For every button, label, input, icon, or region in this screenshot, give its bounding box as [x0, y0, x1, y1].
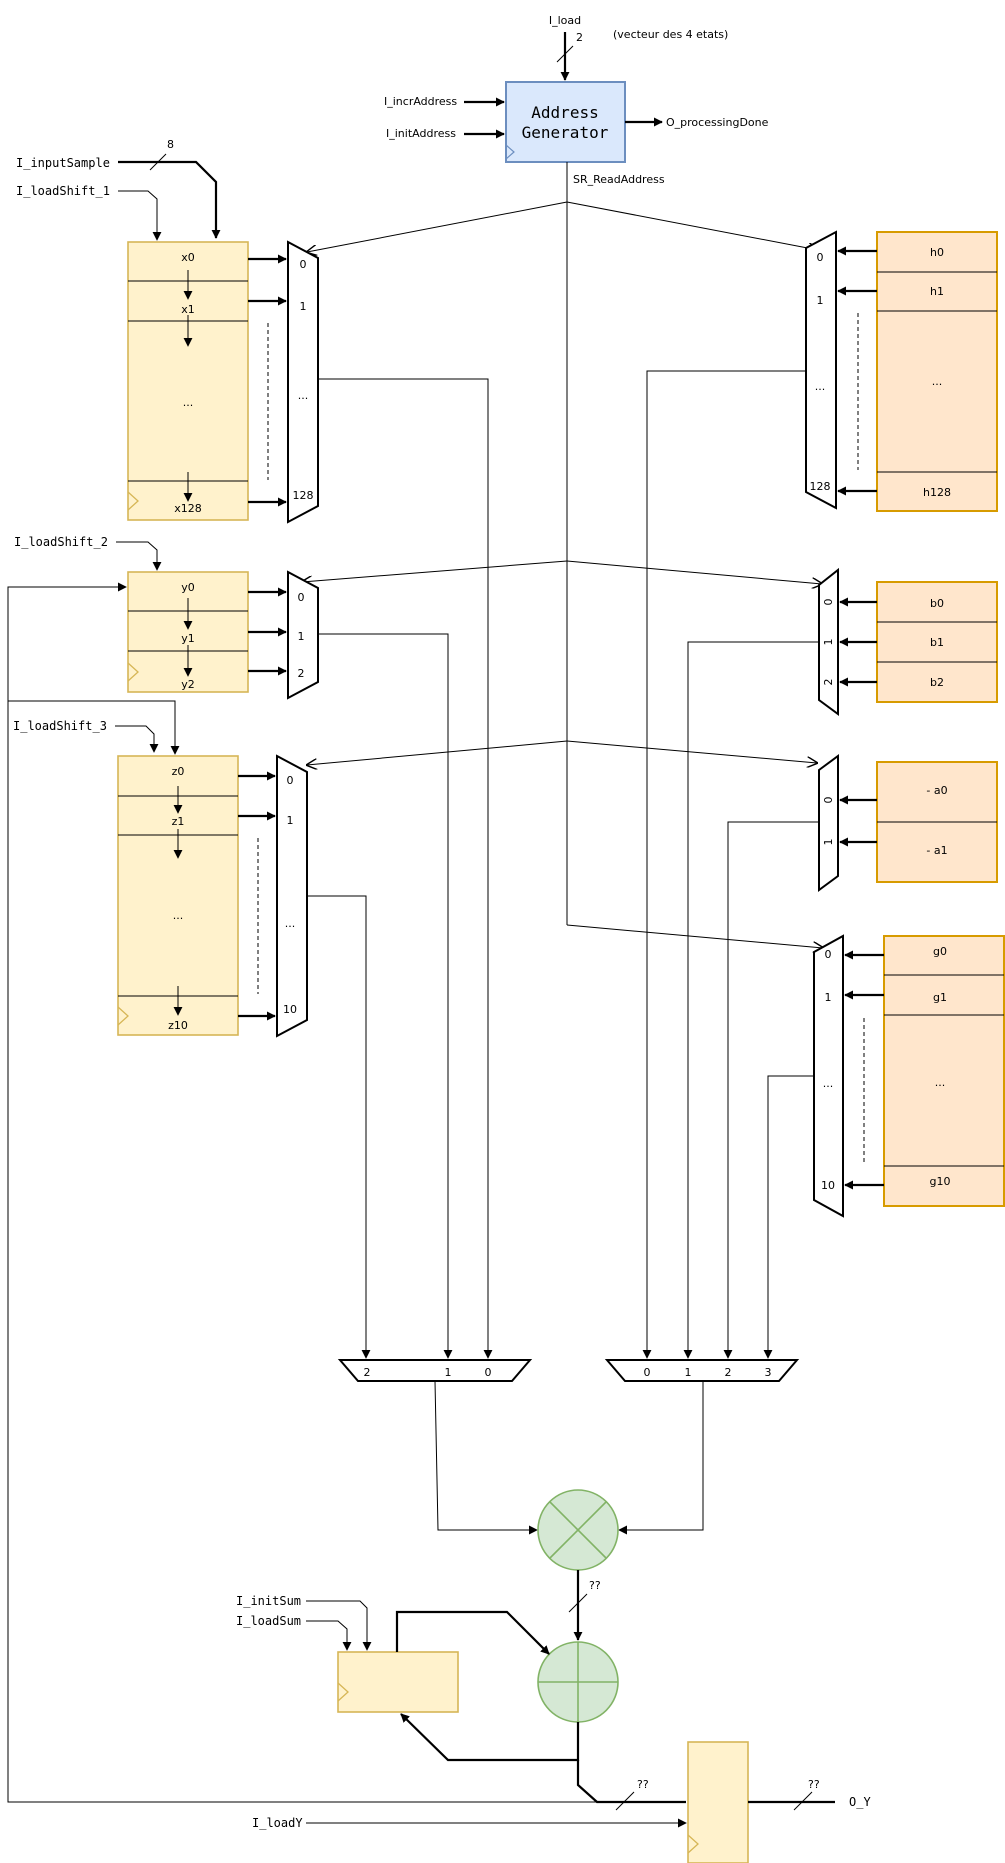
output-register	[687, 1741, 749, 1863]
z-cell-0: z0	[172, 765, 185, 778]
shift-register-x: x0 x1 ... x128	[127, 241, 249, 521]
x-cell-0: x0	[181, 251, 195, 264]
load-sum-label: I_loadSum	[236, 1614, 301, 1628]
address-generator-title-1: Address	[531, 103, 598, 122]
mux-right-port-2: 2	[725, 1366, 732, 1379]
mux-h-port-128: 128	[810, 480, 831, 493]
y-cell-2: y2	[181, 678, 195, 691]
address-generator: Address Generator	[505, 81, 626, 163]
z-cell-1: z1	[172, 815, 185, 828]
shift-register-z: z0 z1 ... z10	[117, 755, 239, 1036]
mux-right: 0 1 2 3	[604, 1359, 800, 1382]
input-sample-width: 8	[167, 138, 174, 151]
shift-register-y: y0 y1 y2	[127, 571, 249, 693]
h-cell-128: h128	[923, 486, 951, 499]
output-width: ??	[808, 1778, 820, 1791]
coef-memory-b: b0 b1 b2	[876, 581, 998, 703]
mux-g: 0 1 ... 10	[813, 934, 844, 1218]
mux-b-port-1: 1	[822, 639, 835, 646]
mux-left-port-1: 1	[445, 1366, 452, 1379]
read-address-label: SR_ReadAddress	[573, 173, 665, 186]
z-cell-dots: ...	[173, 909, 184, 922]
mux-z-port-dots: ...	[285, 917, 296, 930]
mux-z-port-1: 1	[287, 814, 294, 827]
sum-width: ??	[637, 1778, 649, 1791]
mux-x-port-128: 128	[293, 489, 314, 502]
processing-done-label: O_processingDone	[666, 116, 769, 129]
x-cell-128: x128	[174, 502, 202, 515]
g-cell-dots: ...	[935, 1076, 946, 1089]
mux-h-port-0: 0	[817, 251, 824, 264]
mux-z-port-0: 0	[287, 774, 294, 787]
accumulator-register	[337, 1651, 459, 1713]
mux-y: 0 1 2	[287, 570, 319, 700]
mux-h-port-dots: ...	[815, 380, 826, 393]
x-cell-dots: ...	[183, 396, 194, 409]
adder	[537, 1641, 619, 1723]
coef-memory-g: g0 g1 ... g10	[883, 935, 1005, 1207]
mux-y-port-1: 1	[298, 630, 305, 643]
mux-g-port-10: 10	[821, 1179, 835, 1192]
load-label: I_load	[549, 14, 581, 27]
incr-address-label: I_incrAddress	[384, 95, 457, 108]
g-cell-1: g1	[933, 991, 947, 1004]
mux-z-port-10: 10	[283, 1003, 297, 1016]
y-cell-0: y0	[181, 581, 195, 594]
mux-x: 0 1 ... 128	[287, 240, 319, 524]
mux-x-port-1: 1	[300, 300, 307, 313]
load-shift-2-label: I_loadShift_2	[14, 535, 108, 549]
state-vector-note: (vecteur des 4 etats)	[613, 28, 728, 41]
mux-right-port-1: 1	[685, 1366, 692, 1379]
mux-x-port-dots: ...	[298, 389, 309, 402]
mux-left-port-0: 0	[485, 1366, 492, 1379]
mux-h: 0 1 ... 128	[805, 230, 837, 510]
load-shift-1-label: I_loadShift_1	[16, 184, 110, 198]
a-cell-0: - a0	[926, 784, 947, 797]
mux-right-port-0: 0	[644, 1366, 651, 1379]
mux-h-port-1: 1	[817, 294, 824, 307]
output-label: O_Y	[849, 1795, 871, 1809]
address-bus	[302, 162, 823, 948]
b-cell-1: b1	[930, 636, 944, 649]
init-address-label: I_initAddress	[386, 127, 456, 140]
mux-b: 0 1 2	[818, 567, 839, 716]
h-cell-dots: ...	[932, 375, 943, 388]
mux-b-port-0: 0	[822, 599, 835, 606]
z-cell-10: z10	[168, 1019, 188, 1032]
input-sample-label: I_inputSample	[16, 156, 110, 170]
load-shift-3-label: I_loadShift_3	[13, 719, 107, 733]
load-width: 2	[576, 31, 583, 44]
mux-right-port-3: 3	[765, 1366, 772, 1379]
mux-left-port-2: 2	[364, 1366, 371, 1379]
init-sum-label: I_initSum	[236, 1594, 301, 1608]
address-generator-title-2: Generator	[522, 123, 609, 142]
mux-a-port-0: 0	[822, 797, 835, 804]
h-cell-1: h1	[930, 285, 944, 298]
mux-g-port-0: 0	[825, 948, 832, 961]
y-cell-1: y1	[181, 632, 195, 645]
b-cell-2: b2	[930, 676, 944, 689]
mux-y-port-0: 0	[298, 591, 305, 604]
load-y-label: I_loadY	[252, 1816, 303, 1830]
mux-g-port-dots: ...	[823, 1077, 834, 1090]
mux-g-port-1: 1	[825, 991, 832, 1004]
a-cell-1: - a1	[926, 844, 947, 857]
mux-x-port-0: 0	[300, 258, 307, 271]
mux-y-port-2: 2	[298, 667, 305, 680]
coef-memory-h: h0 h1 ... h128	[876, 231, 998, 512]
g-cell-10: g10	[930, 1175, 951, 1188]
h-cell-0: h0	[930, 246, 944, 259]
x-cell-1: x1	[181, 303, 195, 316]
multiplier	[537, 1489, 619, 1571]
product-width: ??	[589, 1579, 601, 1592]
mux-left: 2 1 0	[337, 1359, 533, 1382]
g-cell-0: g0	[933, 945, 947, 958]
mux-a-port-1: 1	[822, 839, 835, 846]
mux-b-port-2: 2	[822, 679, 835, 686]
b-cell-0: b0	[930, 597, 944, 610]
coef-memory-a: - a0 - a1	[876, 761, 998, 883]
mux-a: 0 1	[818, 754, 839, 892]
mux-z: 0 1 ... 10	[276, 754, 308, 1038]
